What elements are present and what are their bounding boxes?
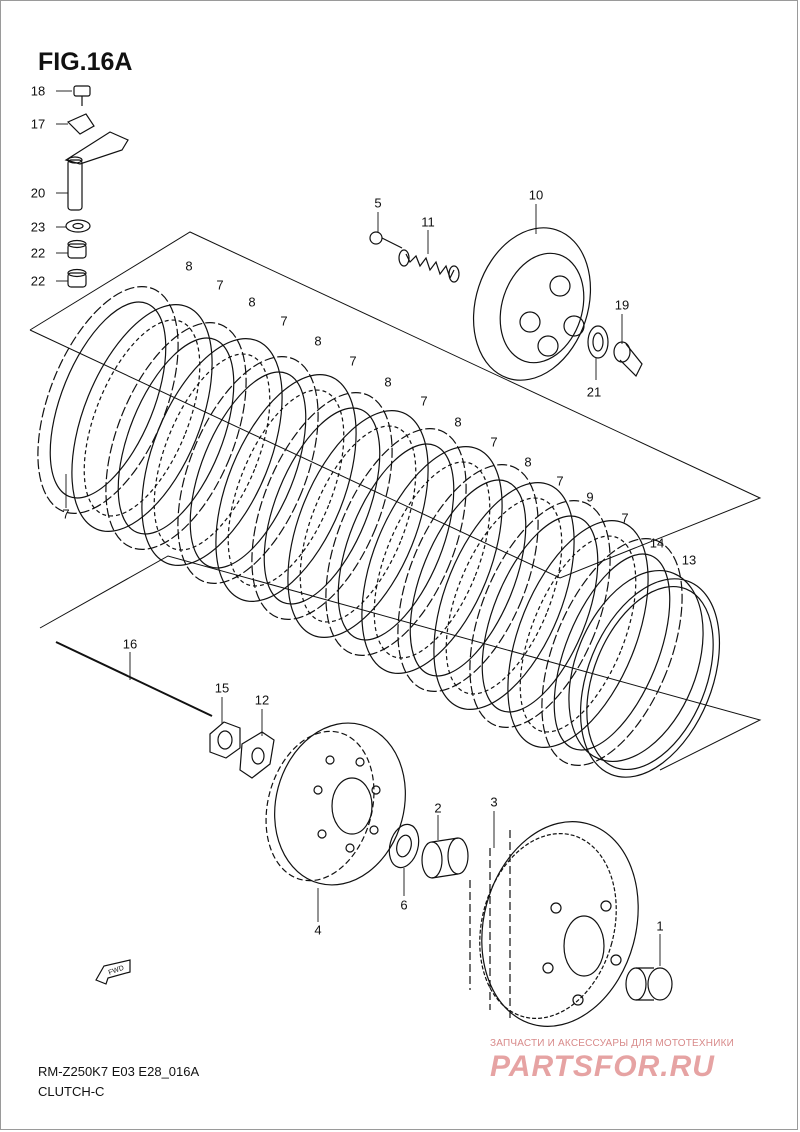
callout-7-5: 7 — [490, 434, 498, 450]
callout-8-5: 8 — [454, 414, 462, 430]
callout-19: 19 — [614, 297, 630, 313]
callout-5: 5 — [374, 195, 382, 211]
callout-21: 21 — [586, 384, 602, 400]
part-18-bolt — [73, 85, 91, 106]
group-name: CLUTCH-C — [38, 1084, 105, 1099]
callout-22-lower: 22 — [30, 273, 46, 289]
plate-stack-9 — [325, 428, 467, 656]
callout-7-4: 7 — [420, 393, 428, 409]
part-14-judder-spring-seat — [568, 569, 704, 763]
plate-stack-7 — [251, 392, 393, 620]
callout-20: 20 — [30, 185, 46, 201]
callout-1: 1 — [656, 918, 664, 934]
part-19-lifter — [613, 341, 643, 378]
part-6-thrust-washer — [388, 823, 420, 869]
watermark-tagline: ЗАПЧАСТИ И АКСЕССУАРЫ ДЛЯ МОТОТЕХНИКИ — [490, 1038, 735, 1049]
callout-3: 3 — [490, 794, 498, 810]
plate-stack-3 — [105, 322, 247, 550]
part-10-pressure-plate — [472, 227, 592, 381]
plate-stack-6 — [215, 374, 357, 602]
callout-13: 13 — [681, 552, 697, 568]
callout-23: 23 — [30, 219, 46, 235]
part-2-needle-bearing — [421, 837, 469, 879]
part-11-clutch-spring — [398, 249, 460, 283]
callout-7-7: 7 — [621, 510, 629, 526]
plate-stack-15 — [541, 538, 683, 766]
plate-stack-1 — [37, 286, 179, 514]
plate-stack-13 — [469, 500, 611, 728]
upper-plane-outline — [29, 231, 762, 579]
callout-12: 12 — [254, 692, 270, 708]
callout-7-3: 7 — [349, 353, 357, 369]
callout-16: 16 — [122, 636, 138, 652]
callout-7-6: 7 — [556, 473, 564, 489]
part-21-thrust-bearing — [587, 325, 609, 359]
callout-4: 4 — [314, 922, 322, 938]
part-12-lock-washer — [239, 731, 275, 779]
lower-plane-outline — [39, 555, 762, 771]
plate-stack-14 — [507, 520, 649, 748]
part-17-clamp — [66, 113, 95, 135]
plate-stack-4 — [141, 338, 283, 566]
callout-8-6: 8 — [524, 454, 532, 470]
leader-lines — [56, 90, 661, 966]
callout-9: 9 — [586, 489, 594, 505]
part-22-needle-bearing-upper — [67, 239, 87, 259]
callout-7-left: 7 — [62, 506, 70, 522]
plate-stack-11 — [397, 464, 539, 692]
watermark-site: PARTSFOR.RU — [490, 1050, 715, 1083]
callout-18: 18 — [30, 83, 46, 99]
callout-10: 10 — [528, 187, 544, 203]
plate-stack-5 — [177, 356, 319, 584]
part-13-judder-spring — [579, 578, 721, 778]
callout-15: 15 — [214, 680, 230, 696]
part-15-nut — [209, 721, 241, 759]
part-23-oil-seal — [65, 219, 91, 233]
callout-8-4: 8 — [384, 374, 392, 390]
part-3-primary-driven-gear — [469, 821, 639, 1027]
part-4-sleeve-hub — [265, 722, 406, 886]
plate-stack-2 — [71, 304, 213, 532]
callout-2: 2 — [434, 800, 442, 816]
callout-11: 11 — [421, 214, 435, 230]
model-code: RM-Z250K7 E03 E28_016A — [38, 1064, 200, 1079]
part-16-push-rod — [55, 641, 213, 717]
callout-7-1: 7 — [216, 277, 224, 293]
callout-8-3: 8 — [314, 333, 322, 349]
callout-6: 6 — [400, 897, 408, 913]
part-1-spacer — [625, 967, 673, 1001]
plate-stack-12 — [433, 482, 575, 710]
part-20-release-shaft — [64, 131, 129, 211]
callout-8-1: 8 — [185, 258, 193, 274]
plate-stack-8 — [287, 410, 429, 638]
plate-stack-10 — [361, 446, 503, 674]
callout-7-2: 7 — [280, 313, 288, 329]
callout-8-2: 8 — [248, 294, 256, 310]
figure-title: FIG.16A — [38, 48, 133, 76]
callout-14: 14 — [649, 535, 665, 551]
callout-22-upper: 22 — [30, 245, 46, 261]
callout-17: 17 — [30, 116, 46, 132]
part-22-needle-bearing-lower — [67, 268, 87, 288]
fwd-arrow-icon: FWD — [95, 959, 131, 985]
part-5-spring-bolt — [369, 231, 403, 249]
